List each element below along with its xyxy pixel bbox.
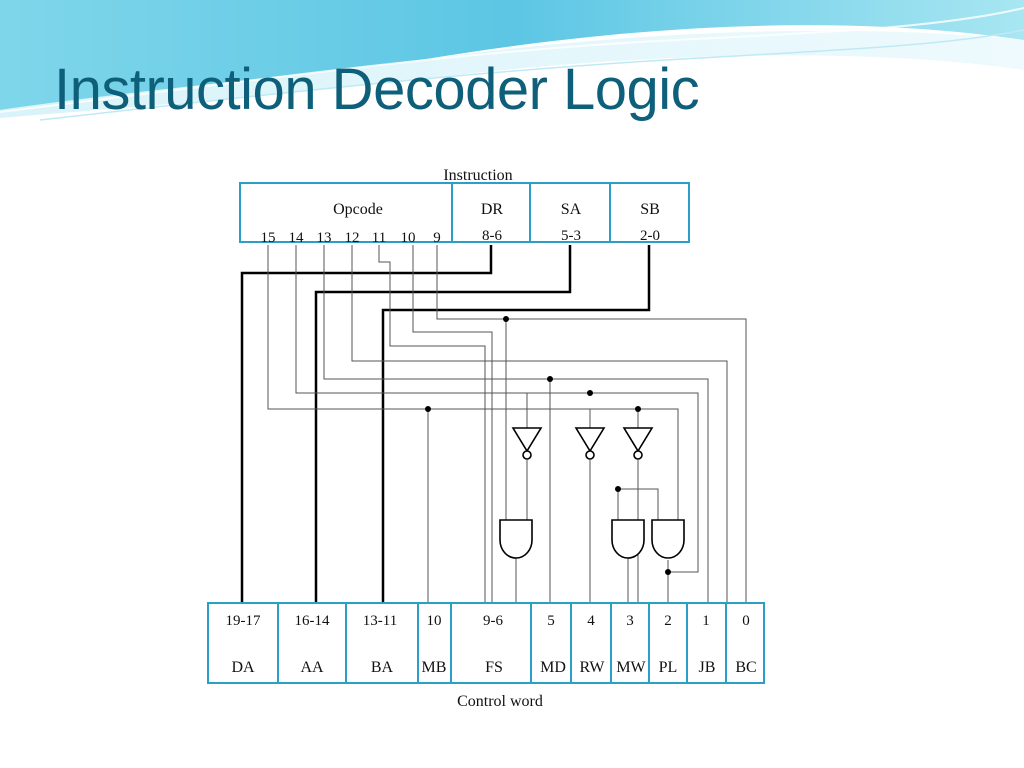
cw-bits-ba: 13-11: [363, 613, 397, 629]
sa-field-name: SA: [561, 201, 582, 218]
cw-name-mw: MW: [616, 659, 646, 676]
and-mw: [611, 519, 645, 559]
cw-name-ba: BA: [371, 659, 394, 676]
cw-field-pl: [648, 602, 688, 684]
cw-bits-mw: 3: [626, 613, 634, 629]
opcode-bit: 13: [317, 230, 332, 246]
sa-field-bits: 5-3: [561, 228, 581, 244]
sb-field-name: SB: [640, 201, 660, 218]
inverter-rw: [574, 427, 606, 460]
sb-field-bits: 2-0: [640, 228, 660, 244]
wire-bit9-bc: [436, 245, 747, 603]
cw-field-md: [530, 602, 572, 684]
cw-name-pl: PL: [659, 659, 678, 676]
wire-bit15-pl-and: [267, 245, 679, 520]
junction-dot: [665, 569, 671, 575]
cw-field-da: [207, 602, 279, 684]
cw-name-aa: AA: [300, 659, 324, 676]
slide-title: Instruction Decoder Logic: [54, 57, 700, 122]
sb-field-box: [609, 182, 690, 243]
wire-bit11-fs: [378, 245, 486, 603]
opcode-bit: 15: [261, 230, 276, 246]
dr-field-name: DR: [481, 201, 504, 218]
cw-field-bc: [725, 602, 765, 684]
register-buses: [240, 245, 651, 603]
sb-to-ba-bus: [381, 245, 651, 603]
cw-bits-pl: 2: [664, 613, 672, 629]
cw-bits-mb: 10: [427, 613, 442, 629]
junction-dot: [547, 376, 553, 382]
inverter-mw: [622, 427, 654, 460]
sa-to-aa-bus: [314, 245, 572, 603]
cw-name-da: DA: [231, 659, 255, 676]
opcode-field-box: [239, 182, 453, 243]
opcode-label: Opcode: [333, 201, 383, 218]
cw-name-fs: FS: [485, 659, 503, 676]
opcode-bit: 12: [345, 230, 360, 246]
cw-name-rw: RW: [580, 659, 606, 676]
opcode-bit: 14: [289, 230, 305, 246]
cw-field-fs: [450, 602, 532, 684]
dr-to-da-bus: [240, 245, 493, 603]
cw-bits-da: 19-17: [226, 613, 261, 629]
inverter-md: [511, 427, 543, 460]
opcode-bit: 9: [433, 230, 441, 246]
instruction-register: [239, 182, 690, 243]
junction-dot: [587, 390, 593, 396]
cw-bits-jb: 1: [702, 613, 710, 629]
junction-dot: [615, 486, 621, 492]
junction-dot: [503, 316, 509, 322]
wire-bit13-pl: [323, 245, 709, 603]
control-word-register: [207, 602, 765, 684]
opcode-wires: [267, 245, 747, 603]
cw-name-bc: BC: [735, 659, 756, 676]
cw-bits-rw: 4: [587, 613, 595, 629]
dr-field-bits: 8-6: [482, 228, 502, 244]
cw-field-ba: [345, 602, 419, 684]
wire-bit12-jb: [351, 245, 728, 603]
and-pl: [651, 519, 685, 559]
cw-bits-aa: 16-14: [295, 613, 330, 629]
wire-bit10-fs: [412, 245, 493, 603]
junction-dot: [425, 406, 431, 412]
junction-dots: [425, 316, 671, 575]
opcode-bit: 10: [401, 230, 416, 246]
cw-bits-fs: 9-6: [483, 613, 503, 629]
control-word-label: Control word: [457, 693, 543, 710]
instruction-label: Instruction: [443, 167, 512, 184]
opcode-bit: 11: [372, 230, 386, 246]
and-md: [499, 519, 533, 559]
cw-bits-md: 5: [547, 613, 555, 629]
cw-field-rw: [570, 602, 612, 684]
junction-dot: [635, 406, 641, 412]
cw-name-md: MD: [540, 659, 566, 676]
cw-name-jb: JB: [699, 659, 716, 676]
cw-field-jb: [686, 602, 727, 684]
cw-bits-bc: 0: [742, 613, 750, 629]
cw-name-mb: MB: [422, 659, 447, 676]
cw-field-mb: [417, 602, 452, 684]
wire-pl-and-in: [618, 488, 659, 520]
